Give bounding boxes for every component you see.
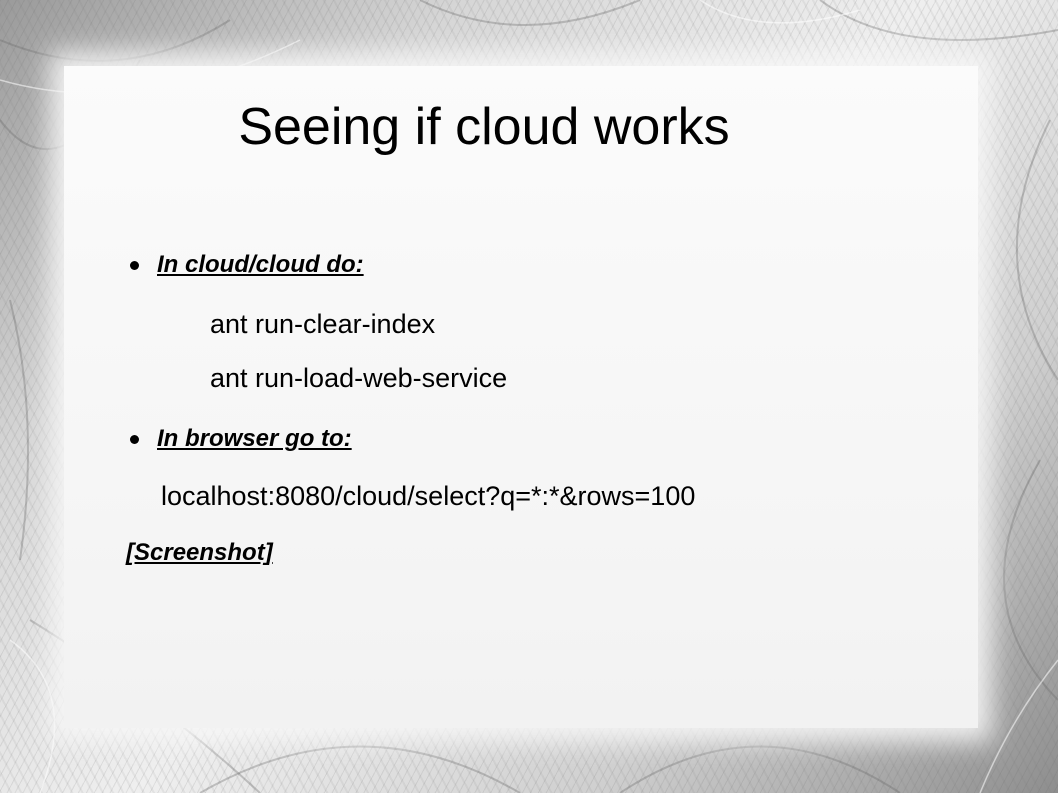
bullet-dot-icon [130, 260, 139, 270]
bullet-item-cloud: In cloud/cloud do: [130, 250, 364, 280]
bullet-item-browser: In browser go to: [130, 424, 352, 454]
content-panel [64, 66, 978, 728]
bullet-dot-icon [130, 434, 139, 444]
slide-title: Seeing if cloud works [238, 98, 730, 156]
bullet-label: In cloud/cloud do: [157, 251, 364, 278]
command-line: ant run-clear-index [210, 309, 436, 339]
bullet-label: In browser go to: [157, 425, 352, 452]
url-text: localhost:8080/cloud/select?q=*:*&rows=1… [161, 481, 696, 511]
command-line: ant run-load-web-service [210, 363, 508, 393]
screenshot-link[interactable]: [Screenshot] [126, 539, 273, 566]
